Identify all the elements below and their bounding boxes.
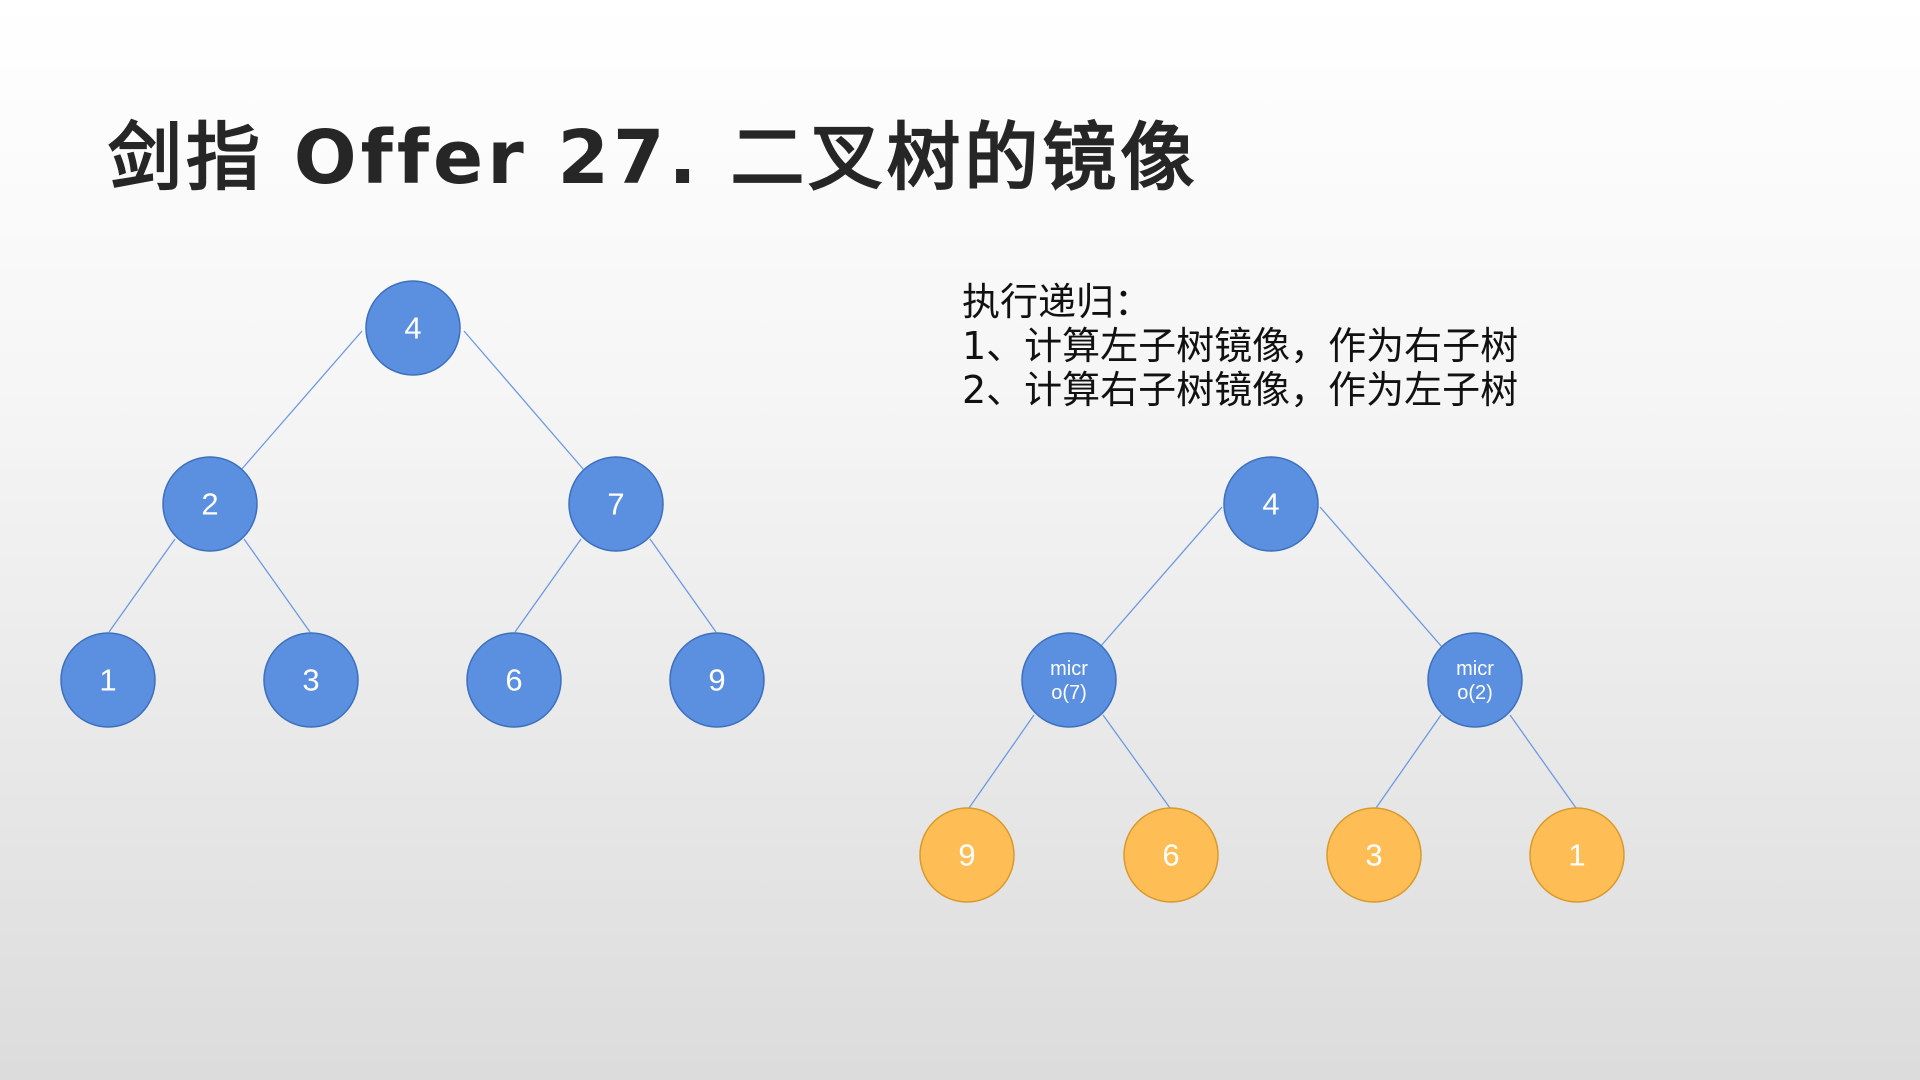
tree-node: 7 — [568, 456, 664, 552]
description-heading: 执行递归： — [962, 280, 1153, 324]
tree-node: 9 — [669, 632, 765, 728]
tree-node: 2 — [162, 456, 258, 552]
edge-7-9 — [649, 538, 717, 633]
edge-2-1 — [108, 538, 176, 633]
edge-4-7 — [463, 330, 585, 471]
page-title: 剑指 Offer 27. 二叉树的镜像 — [108, 115, 1199, 201]
tree-node: 1 — [60, 632, 156, 728]
tree-node: 6 — [466, 632, 562, 728]
node-label: 6 — [1162, 838, 1179, 873]
node-label: 1 — [1568, 838, 1585, 873]
node-label-line1: micr — [1050, 658, 1088, 680]
mirror-tree: 4 micr o(7) micr o(2) 9 6 3 1 — [919, 456, 1625, 903]
edge-7-6 — [514, 538, 582, 633]
original-tree: 4 2 7 1 3 6 9 — [60, 280, 765, 728]
description-step-1: 1、计算左子树镜像，作为右子树 — [962, 324, 1519, 368]
edge-2-3 — [243, 538, 311, 633]
original-tree-edges — [108, 330, 717, 633]
edge-m2-1 — [1509, 714, 1577, 809]
tree-node: 9 — [919, 807, 1015, 903]
node-label: 1 — [99, 663, 116, 698]
tree-node: 3 — [1326, 807, 1422, 903]
node-label: 3 — [302, 663, 319, 698]
node-label: 6 — [505, 663, 522, 698]
tree-node: 4 — [1223, 456, 1319, 552]
node-label: 9 — [958, 838, 975, 873]
edge-m7-6 — [1102, 714, 1171, 809]
tree-node: 4 — [365, 280, 461, 376]
tree-node-mirror-call: micr o(7) — [1021, 632, 1117, 728]
description-step-2: 2、计算右子树镜像，作为左子树 — [962, 368, 1519, 412]
node-label-line2: o(2) — [1457, 682, 1493, 704]
node-label-line2: o(7) — [1051, 682, 1087, 704]
recursion-description: 执行递归： 1、计算左子树镜像，作为右子树 2、计算右子树镜像，作为左子树 — [962, 280, 1518, 412]
edge-m4-m2 — [1319, 506, 1443, 648]
node-label: 4 — [404, 311, 421, 346]
edge-4-2 — [240, 330, 363, 471]
node-label-line1: micr — [1456, 658, 1494, 680]
tree-node: 1 — [1529, 807, 1625, 903]
node-label: 9 — [708, 663, 725, 698]
node-label: 2 — [201, 487, 218, 522]
edge-m7-9 — [968, 714, 1035, 809]
edge-m2-3 — [1375, 714, 1442, 809]
tree-node-mirror-call: micr o(2) — [1427, 632, 1523, 728]
node-label: 4 — [1262, 487, 1279, 522]
node-label: 7 — [607, 487, 624, 522]
tree-node: 3 — [263, 632, 359, 728]
edge-m4-m7 — [1099, 506, 1223, 648]
mirror-tree-edges — [968, 506, 1577, 809]
node-label: 3 — [1365, 838, 1382, 873]
tree-node: 6 — [1123, 807, 1219, 903]
